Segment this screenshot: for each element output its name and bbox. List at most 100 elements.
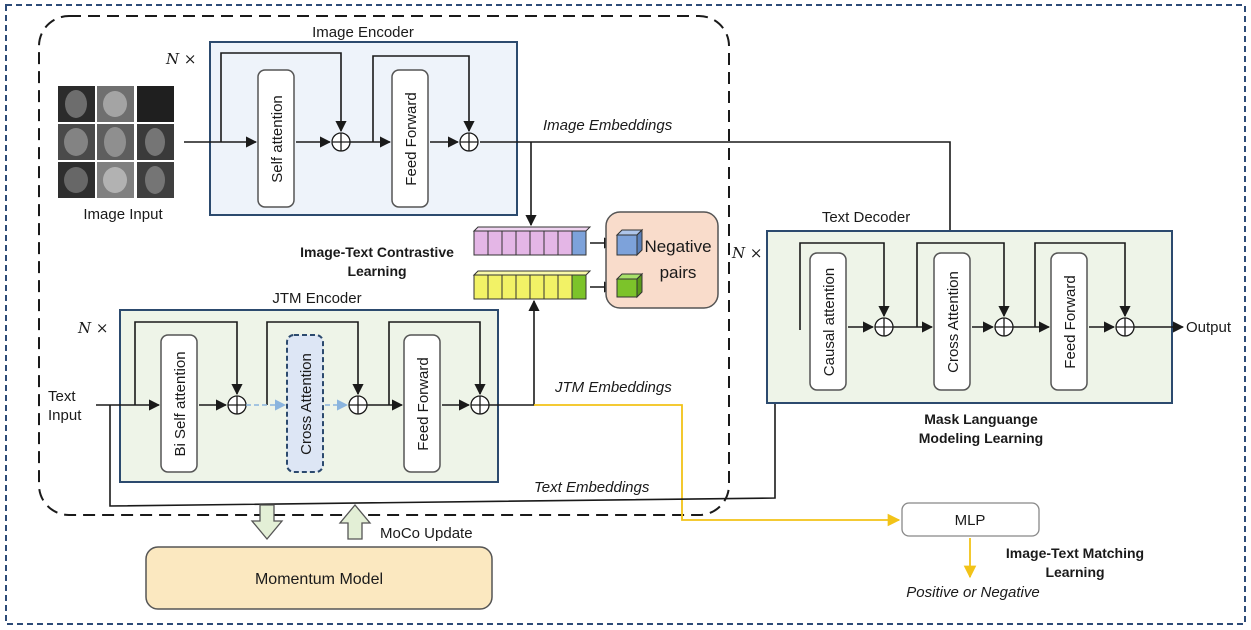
causal-attention-block — [809, 252, 847, 391]
image-encoder-title: Image Encoder — [312, 24, 414, 41]
residual-connection — [1034, 242, 1131, 327]
negative-pairs-label-1: Negative — [644, 237, 711, 256]
xray-highlight — [145, 128, 165, 156]
negative-pairs-label-2: pairs — [660, 263, 697, 282]
text-decoder-repeat: N × — [731, 244, 762, 262]
xray-highlight — [104, 127, 126, 157]
itc-label-2: Learning — [347, 263, 406, 279]
xray-highlight — [103, 91, 127, 117]
vector-cell — [557, 230, 573, 256]
encoder-group-frame — [38, 15, 730, 516]
bi-self-attention-block — [160, 334, 198, 473]
residual-connection — [220, 52, 347, 142]
itm-label-2: Learning — [1045, 564, 1104, 580]
self-attention-block — [257, 69, 295, 208]
xray-highlight — [64, 167, 88, 193]
residual-connection — [372, 55, 475, 142]
vector-cell — [487, 274, 503, 300]
text-embedding-vector — [472, 270, 592, 300]
image-encoder-box — [209, 41, 518, 216]
vector-cell — [473, 274, 489, 300]
image-embeddings-label: Image Embeddings — [543, 117, 673, 134]
text-decoder: Text Decoder N × Causal attention Cross … — [731, 209, 1185, 404]
text-decoder-title: Text Decoder — [822, 209, 910, 226]
vector-cell — [557, 274, 573, 300]
xray-highlight — [103, 167, 127, 193]
xray-thumbnail — [137, 86, 174, 122]
mlp-box — [901, 502, 1040, 537]
vector-cell — [529, 230, 545, 256]
residual-connection — [916, 242, 1010, 327]
add-icon — [459, 132, 479, 152]
vector-top — [472, 226, 592, 232]
blue-cube — [616, 234, 638, 256]
text-input-label-1: Text — [48, 388, 76, 405]
feed-forward-label: Feed Forward — [403, 92, 420, 185]
add-icon — [227, 395, 247, 415]
vector-top — [472, 270, 592, 276]
positive-or-negative-label: Positive or Negative — [906, 584, 1039, 601]
residual-connection — [799, 242, 890, 330]
residual-connection — [266, 321, 364, 405]
mlm-label-2: Modeling Learning — [919, 430, 1043, 446]
feed-forward-block — [391, 69, 429, 208]
text-embeddings-label: Text Embeddings — [534, 479, 650, 496]
jtm-encoder-repeat: N × — [77, 319, 108, 337]
vector-cell — [515, 230, 531, 256]
decoder-feed-forward-label: Feed Forward — [1062, 275, 1079, 368]
up-arrow-icon — [338, 503, 372, 540]
vector-cell — [543, 274, 559, 300]
negative-pairs-box: Negative pairs — [605, 211, 719, 309]
mlp-label: MLP — [955, 512, 986, 529]
decoder-cross-attention-block — [933, 252, 971, 391]
add-icon — [1115, 317, 1135, 337]
vector-cell — [501, 274, 517, 300]
jtm-encoder: JTM Encoder N × Bi Self attention Cross … — [77, 290, 499, 483]
image-input-label: Image Input — [83, 206, 163, 223]
image-input-grid — [58, 86, 174, 198]
add-icon — [994, 317, 1014, 337]
green-cube — [616, 278, 638, 298]
residual-connection — [388, 321, 486, 405]
down-arrow-icon — [250, 504, 284, 541]
residual-connection — [134, 321, 243, 405]
jtm-cross-attention-label: Cross Attention — [298, 353, 315, 455]
vector-cell — [529, 274, 545, 300]
add-icon — [331, 132, 351, 152]
blue-cube-side — [636, 228, 643, 257]
add-icon — [874, 317, 894, 337]
mlm-label-1: Mask Languange — [924, 411, 1038, 427]
jtm-embeddings-label: JTM Embeddings — [554, 379, 672, 396]
causal-attention-label: Causal attention — [821, 268, 838, 376]
itc-label-1: Image-Text Contrastive — [300, 244, 454, 260]
add-icon — [348, 395, 368, 415]
vector-cell — [487, 230, 503, 256]
decoder-cross-attention-label: Cross Attention — [945, 271, 962, 373]
vector-cell — [571, 230, 587, 256]
momentum-model-box — [145, 546, 493, 610]
add-icon — [470, 395, 490, 415]
image-encoder: Image Encoder N × Self attention Feed Fo… — [165, 24, 518, 216]
output-label: Output — [1186, 319, 1232, 336]
jtm-to-mlp-path — [534, 404, 901, 527]
bi-self-attention-label: Bi Self attention — [172, 351, 189, 456]
text-input-label-2: Input — [48, 407, 82, 424]
moco-update-label: MoCo Update — [380, 525, 473, 542]
green-cube-side — [636, 272, 643, 299]
momentum-model-label: Momentum Model — [255, 571, 383, 588]
vector-cell — [515, 274, 531, 300]
itm-label-1: Image-Text Matching — [1006, 545, 1144, 561]
vector-cell — [501, 230, 517, 256]
xray-highlight — [64, 128, 88, 156]
xray-highlight — [65, 90, 87, 118]
self-attention-label: Self attention — [269, 95, 286, 183]
vector-cell — [571, 274, 587, 300]
xray-highlight — [145, 166, 165, 194]
decoder-feed-forward-block — [1050, 252, 1088, 391]
jtm-feed-forward-label: Feed Forward — [415, 357, 432, 450]
jtm-feed-forward-block — [403, 334, 441, 473]
jtm-cross-attention-block — [286, 334, 324, 473]
vector-cell — [543, 230, 559, 256]
vector-cell — [473, 230, 489, 256]
